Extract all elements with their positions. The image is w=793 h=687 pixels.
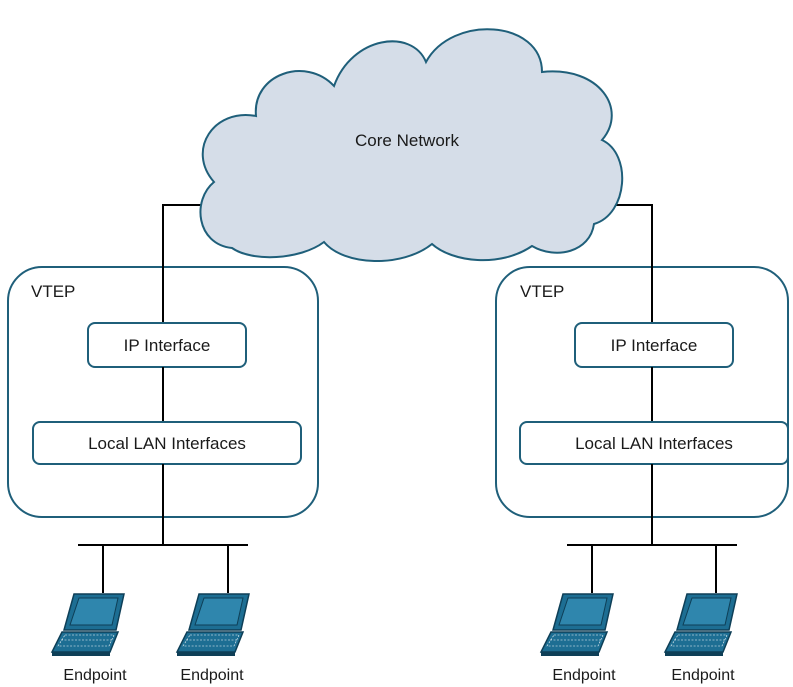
lan-interfaces-label: Local LAN Interfaces xyxy=(88,434,246,453)
ip-interface-label: IP Interface xyxy=(124,336,211,355)
core-network-label: Core Network xyxy=(355,131,459,150)
endpoint-label: Endpoint xyxy=(180,667,244,684)
endpoint-label: Endpoint xyxy=(63,667,127,684)
endpoint-laptop-icon xyxy=(51,593,125,657)
lan-interfaces-box xyxy=(32,421,302,465)
vtep-left: VTEP IP Interface Local LAN Interfaces E… xyxy=(7,205,319,684)
endpoint-label: Endpoint xyxy=(671,667,735,684)
endpoint-laptop-icon xyxy=(176,593,250,657)
ip-interface-box xyxy=(574,322,734,368)
ip-interface-label: IP Interface xyxy=(611,336,698,355)
ip-interface-box xyxy=(87,322,247,368)
lan-interfaces-box xyxy=(519,421,789,465)
vtep-title: VTEP xyxy=(31,282,75,301)
core-network-cloud: Core Network xyxy=(199,28,624,262)
endpoint-label: Endpoint xyxy=(552,667,616,684)
vtep-title: VTEP xyxy=(520,282,564,301)
lan-interfaces-label: Local LAN Interfaces xyxy=(575,434,733,453)
endpoint-laptop-icon xyxy=(540,593,614,657)
vtep-right: VTEP IP Interface Local LAN Interfaces E… xyxy=(495,205,789,684)
vtep-container xyxy=(495,266,789,518)
cloud-shape xyxy=(199,28,624,262)
endpoint-laptop-icon xyxy=(664,593,738,657)
